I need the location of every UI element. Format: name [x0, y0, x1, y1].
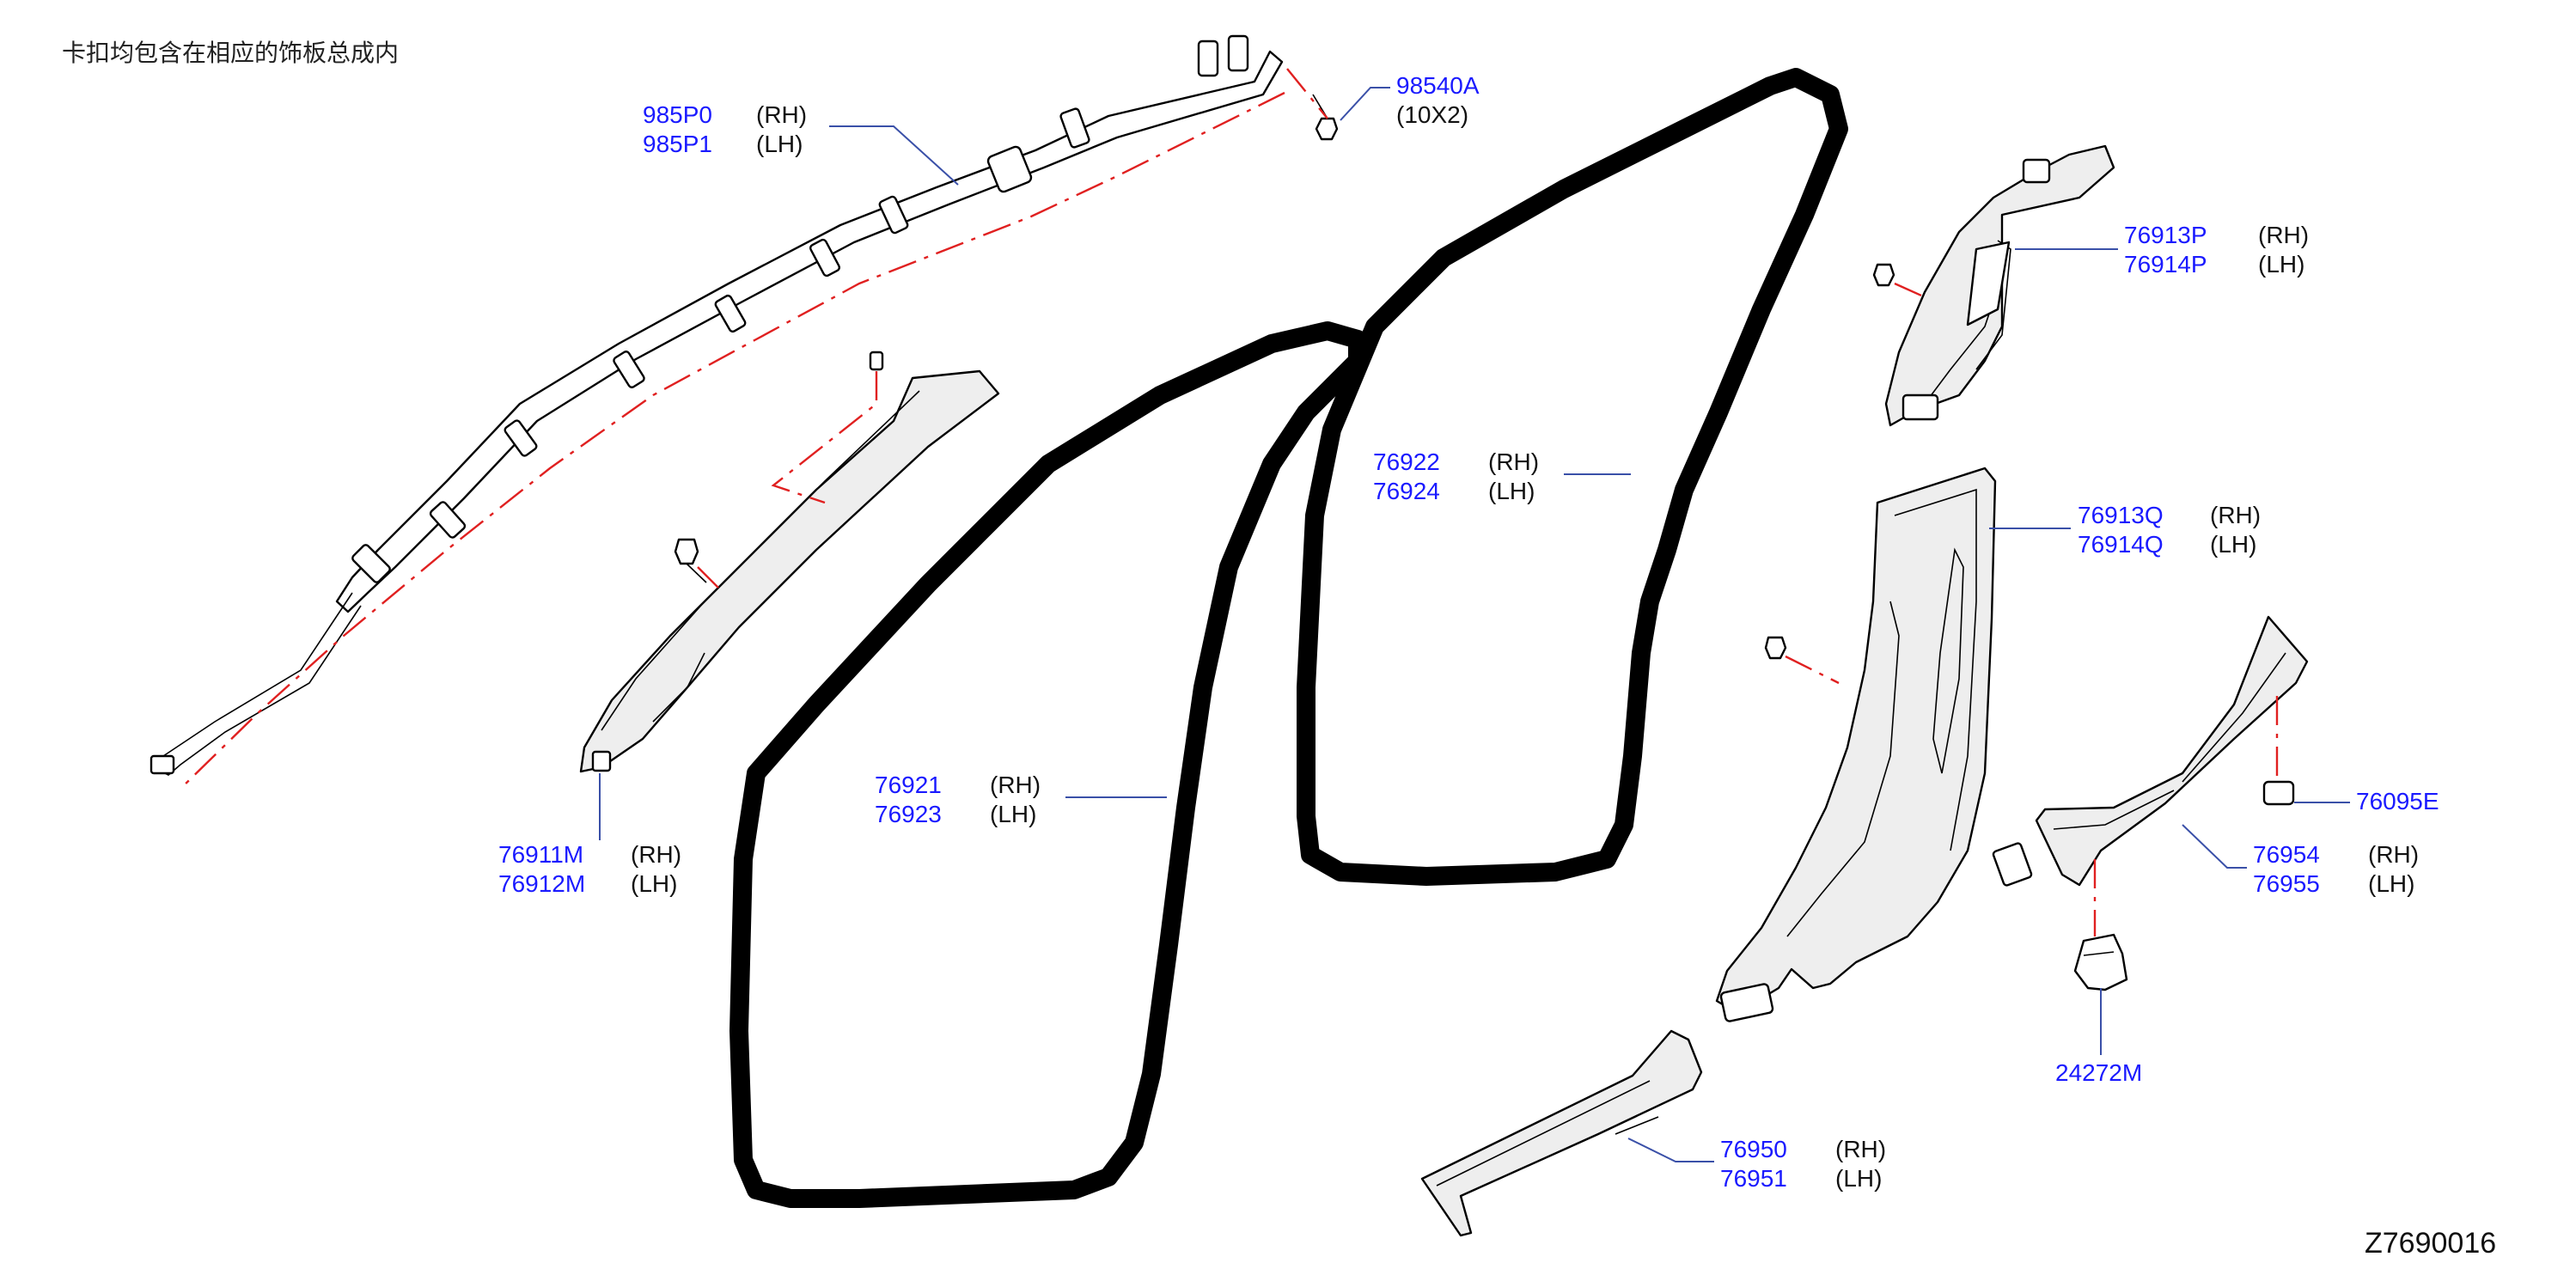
- label-76951-side: (LH): [1835, 1165, 1882, 1192]
- label-76951: 76951: [1720, 1165, 1787, 1192]
- front-kicking-plate: [1420, 1029, 1703, 1237]
- callout-center-pillar-lower-trim: 76913Q (RH) 76914Q (LH): [1989, 502, 2261, 558]
- label-76921: 76921: [875, 772, 942, 798]
- upper-trim-clip-bottom: [1901, 393, 1939, 421]
- rear-pillar-upper-trim: [1872, 144, 2115, 427]
- label-76921-side: (RH): [990, 772, 1041, 798]
- airbag-clip-4: [878, 195, 909, 235]
- label-76913Q-side: (RH): [2210, 502, 2261, 528]
- label-76913P: 76913P: [2124, 222, 2207, 248]
- label-76095E: 76095E: [2356, 788, 2439, 814]
- airbag-clip-2: [1059, 107, 1090, 149]
- airbag-clip-10: [351, 544, 391, 583]
- label-98540A: 98540A: [1396, 72, 1480, 99]
- callout-front-door-weatherstrip: 76921 (RH) 76923 (LH): [875, 772, 1167, 827]
- upper-trim-window: [1966, 241, 2011, 326]
- callout-fastener: 24272M: [2055, 988, 2142, 1086]
- pillar-screw: [674, 538, 707, 583]
- airbag-clip-1: [1197, 34, 1249, 77]
- callout-front-pillar-trim: 76911M (RH) 76912M (LH): [498, 773, 681, 897]
- center-pillar-lower-trim: [1715, 467, 2033, 1022]
- leader-985P0: [829, 125, 959, 186]
- label-76913P-side: (RH): [2258, 222, 2309, 248]
- label-76955-side: (LH): [2368, 870, 2414, 897]
- label-76954-side: (RH): [2368, 841, 2419, 868]
- pillar-trim-clip: [591, 750, 612, 772]
- label-76924: 76924: [1373, 478, 1440, 504]
- label-76923: 76923: [875, 801, 942, 827]
- diagram-code: Z7690016: [2365, 1227, 2496, 1260]
- fastener-24272M: [2073, 859, 2128, 991]
- lower-trim-clip-bottom: [1719, 983, 1774, 1022]
- label-76911M: 76911M: [498, 841, 583, 868]
- label-76914P-side: (LH): [2258, 251, 2304, 278]
- label-76914Q: 76914Q: [2078, 531, 2164, 558]
- rear-kicking-plate: [2035, 615, 2309, 887]
- airbag-clip-5: [809, 238, 841, 278]
- upper-trim-screw: [1872, 263, 1895, 287]
- front-pillar-trim: [579, 351, 1000, 773]
- label-76950: 76950: [1720, 1136, 1787, 1162]
- label-985P0-side: (RH): [756, 101, 807, 128]
- pillar-top-pin: [869, 351, 884, 371]
- label-76922: 76922: [1373, 448, 1440, 475]
- airbag-clip-8: [504, 419, 538, 457]
- header-note: 卡扣均包含在相应的饰板总成内: [62, 39, 399, 67]
- label-76922-side: (RH): [1488, 448, 1539, 475]
- airbag-clip-3: [986, 145, 1033, 193]
- label-76912M-side: (LH): [631, 870, 677, 897]
- airbag-clip-7: [613, 351, 645, 388]
- label-985P1: 985P1: [643, 131, 712, 157]
- curtain-airbag: [150, 34, 1339, 790]
- label-985P1-side: (LH): [756, 131, 803, 157]
- label-76914P: 76914P: [2124, 251, 2207, 278]
- lower-trim-screw: [1764, 636, 1787, 660]
- airbag-clip-6: [714, 294, 747, 333]
- rear-door-weatherstrip: [1297, 68, 1848, 886]
- label-76913Q: 76913Q: [2078, 502, 2164, 528]
- callout-clip: 76095E: [2294, 788, 2439, 814]
- label-98540A-qty: (10X2): [1396, 101, 1468, 128]
- callout-front-kicking-plate: 76950 (RH) 76951 (LH): [1627, 1136, 1886, 1192]
- upper-trim-clip-top: [2022, 158, 2051, 184]
- leader-76950: [1627, 1138, 1714, 1162]
- label-76950-side: (RH): [1835, 1136, 1886, 1162]
- label-76923-side: (LH): [990, 801, 1036, 827]
- callout-rear-door-weatherstrip: 76922 (RH) 76924 (LH): [1373, 448, 1631, 504]
- label-76912M: 76912M: [498, 870, 585, 897]
- label-76924-side: (LH): [1488, 478, 1535, 504]
- callout-curtain-airbag: 985P0 (RH) 985P1 (LH): [643, 101, 959, 186]
- label-985P0: 985P0: [643, 101, 712, 128]
- leader-76954: [2182, 824, 2247, 869]
- label-76954: 76954: [2253, 841, 2320, 868]
- front-door-weatherstrip: [729, 321, 1367, 1208]
- label-76914Q-side: (LH): [2210, 531, 2256, 558]
- callout-bolt: 98540A (10X2): [1340, 72, 1480, 128]
- label-76955: 76955: [2253, 870, 2320, 897]
- airbag-end-bracket: [150, 754, 175, 775]
- callout-rear-pillar-upper-trim: 76913P (RH) 76914P (LH): [2015, 222, 2309, 278]
- label-76911M-side: (RH): [631, 841, 681, 868]
- label-24272M: 24272M: [2055, 1059, 2142, 1086]
- callout-rear-kicking-plate: 76954 (RH) 76955 (LH): [2182, 824, 2419, 897]
- leader-98540A: [1340, 87, 1390, 121]
- lower-trim-clip-right: [1992, 842, 2033, 887]
- airbag-clip-9: [429, 501, 467, 539]
- clip-76095E: [2262, 780, 2295, 806]
